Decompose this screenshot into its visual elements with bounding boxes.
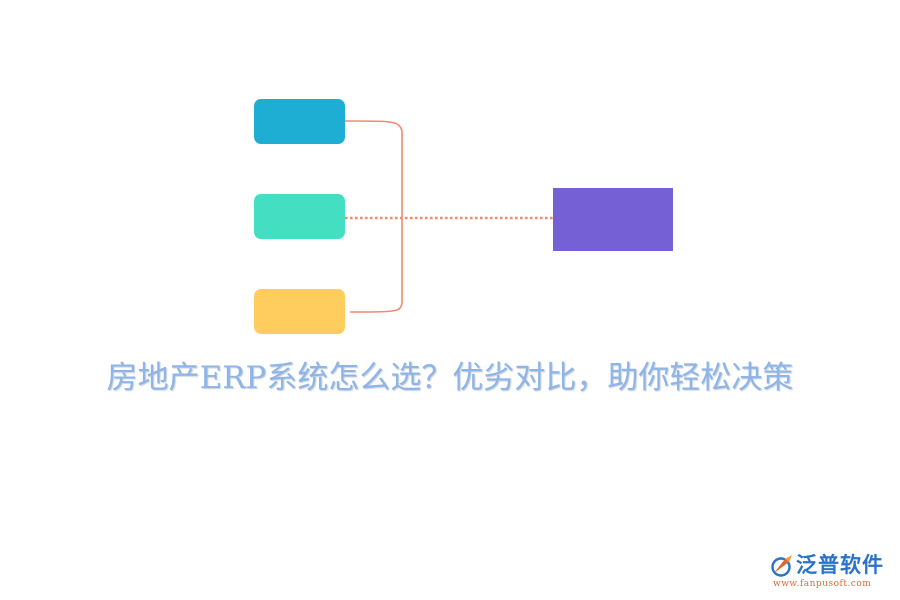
source-box-3: [254, 289, 345, 334]
brand-name: 泛普软件: [796, 553, 884, 577]
target-box: [553, 188, 673, 251]
brand-logo: 泛普软件 www.fanpusoft.com: [770, 551, 895, 591]
source-box-1: [254, 99, 345, 144]
bracket-line: [344, 120, 403, 313]
fanpu-logo-icon: [771, 555, 792, 577]
brand-url: www.fanpusoft.com: [773, 579, 872, 589]
source-box-2: [254, 194, 345, 239]
diagram-title: 房地产ERP系统怎么选？优劣对比，助你轻松决策: [106, 360, 794, 396]
